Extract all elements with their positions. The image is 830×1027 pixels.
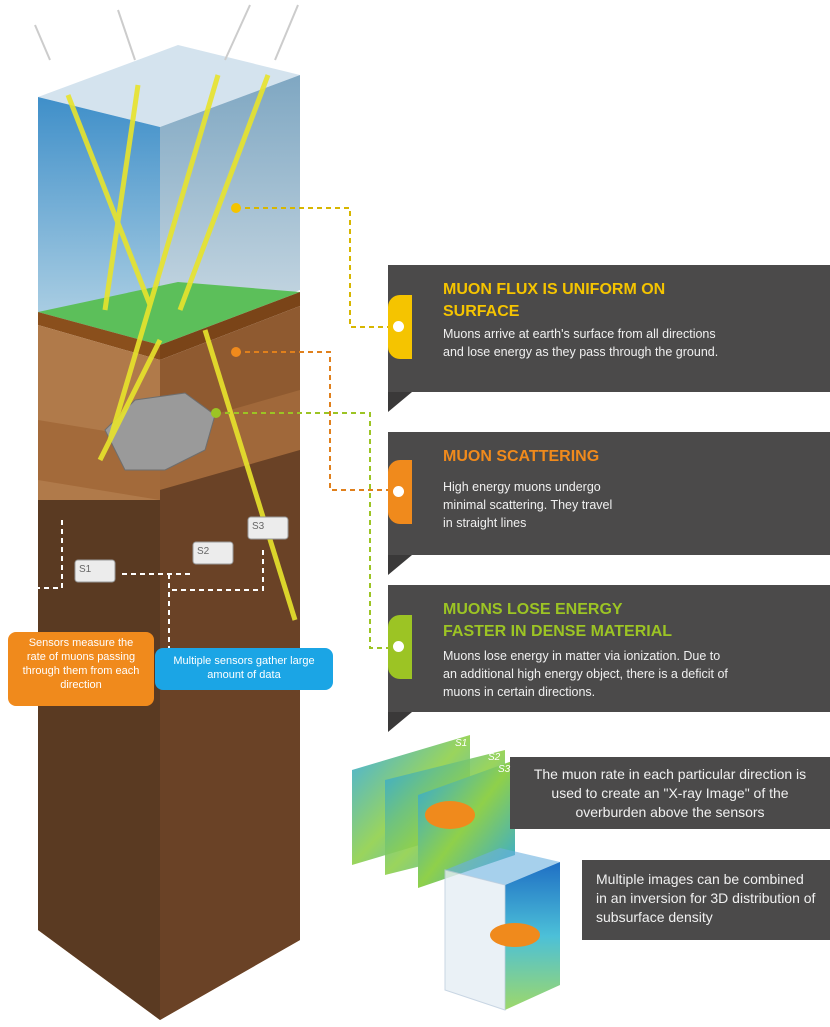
- panel-tail: [388, 712, 412, 732]
- muon-rays: [65, 74, 298, 621]
- inversion-text: Multiple images can be combined in an in…: [596, 871, 816, 925]
- panel-title: MUON SCATTERING: [443, 448, 600, 465]
- panel-body: Muons lose energy in matter via ionizati…: [443, 649, 728, 699]
- incoming-muon-streaks: [34, 4, 299, 61]
- panel-body: High energy muons undergo minimal scatte…: [443, 480, 613, 530]
- sky-top-face: [38, 45, 300, 127]
- xray-description: The muon rate in each particular directi…: [510, 757, 830, 829]
- xray-label-s3: S3: [498, 764, 511, 775]
- sky-right-face: [160, 75, 300, 345]
- panel-tab-marker: [388, 460, 412, 524]
- panel-tail: [388, 392, 412, 412]
- sensor-label-s3: S3: [252, 521, 265, 532]
- xray-label-s1: S1: [455, 738, 468, 749]
- xray-text: The muon rate in each particular directi…: [533, 766, 807, 820]
- sensor-label-s1: S1: [79, 564, 92, 575]
- panel-tab-marker: [388, 615, 412, 679]
- panel-muon-scattering: MUON SCATTERING High energy muons underg…: [388, 432, 830, 575]
- panel-tab-marker: [388, 295, 412, 359]
- panel-body: Muons arrive at earth's surface from all…: [443, 327, 719, 359]
- panel-muon-flux: MUON FLUX IS UNIFORM ON SURFACE Muons ar…: [388, 265, 830, 412]
- panel-energy-loss: MUONS LOSE ENERGY FASTER IN DENSE MATERI…: [388, 585, 830, 732]
- xray-label-s2: S2: [488, 752, 501, 763]
- inversion-description: Multiple images can be combined in an in…: [582, 860, 830, 940]
- inversion-cube: [444, 848, 560, 1011]
- callout-multiple-sensors: Multiple sensors gather large amount of …: [155, 648, 333, 690]
- grass-top-face: [38, 282, 300, 345]
- panel-title: MUONS LOSE ENERGY FASTER IN DENSE MATERI…: [443, 601, 673, 640]
- panel-tail: [388, 555, 412, 575]
- dense-rock: [104, 392, 216, 471]
- callout-sensors-measure: Sensors measure the rate of muons passin…: [8, 632, 154, 706]
- sensor-label-s2: S2: [197, 546, 210, 557]
- panel-title: MUON FLUX IS UNIFORM ON SURFACE: [443, 281, 666, 320]
- sensors: [74, 516, 289, 583]
